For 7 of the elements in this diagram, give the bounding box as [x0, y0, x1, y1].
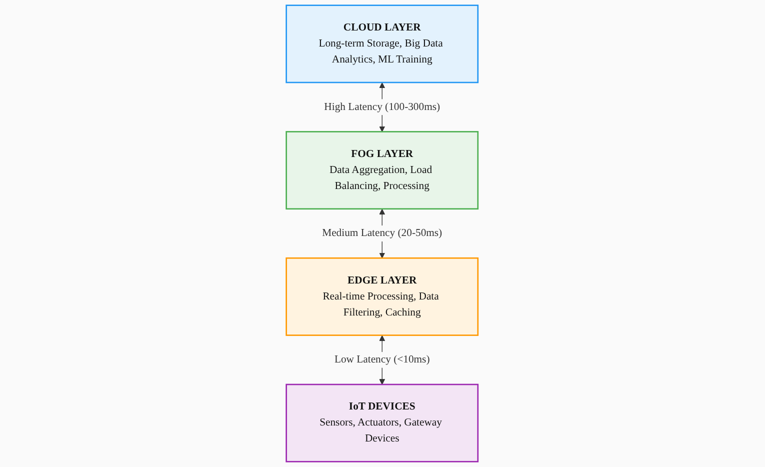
- edge-label: Low Latency (<10ms): [334, 354, 430, 366]
- node-box: FOG LAYER Data Aggregation, Load Balancing, Processing: [286, 131, 479, 210]
- node-box: IoT DEVICES Sensors, Actuators, Gateway Devices: [286, 384, 479, 462]
- node-box: CLOUD LAYER Long-term Storage, Big Data Analytics, ML Training: [286, 4, 479, 84]
- node-box: EDGE LAYER Real-time Processing, Data Filtering, Caching: [286, 257, 479, 336]
- edge-label: Medium Latency (20-50ms): [322, 228, 442, 239]
- edge-label: High Latency (100-300ms): [324, 101, 440, 112]
